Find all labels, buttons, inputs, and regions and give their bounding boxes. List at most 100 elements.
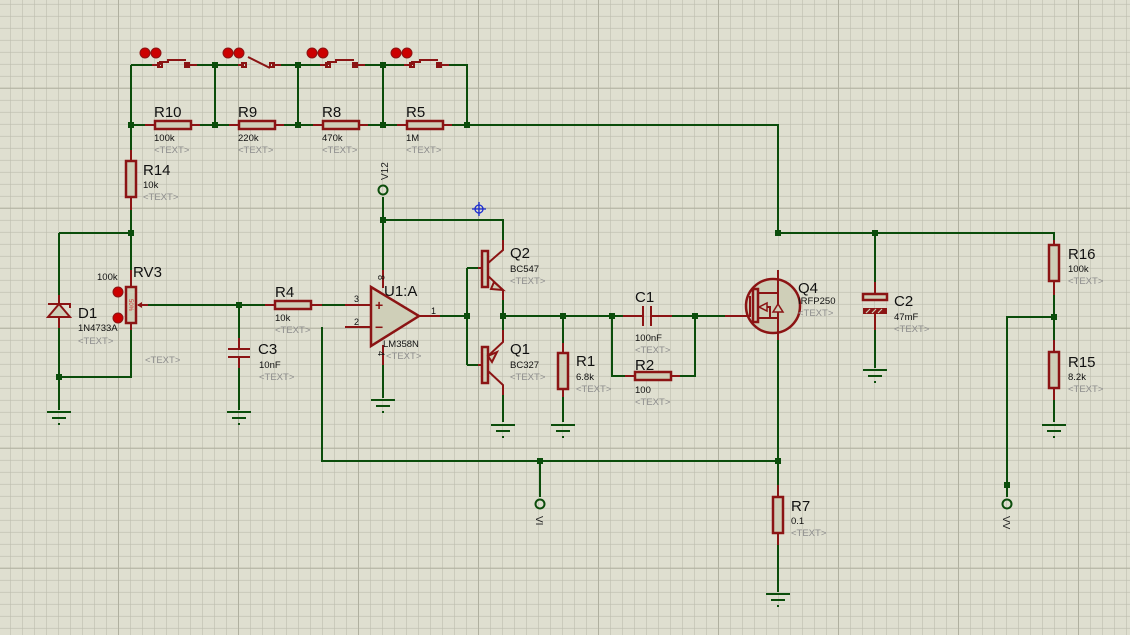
svg-text:3: 3	[354, 294, 359, 304]
svg-text:LM358N: LM358N	[383, 339, 419, 350]
svg-text:VV: VV	[1000, 516, 1011, 530]
resistor-r4[interactable]: R4 10k<TEXT>	[265, 284, 322, 336]
svg-text:RV3: RV3	[133, 264, 162, 281]
svg-text:220k: 220k	[238, 133, 259, 144]
terminal-v12[interactable]: V12	[377, 162, 392, 196]
switch-up-button[interactable]	[222, 47, 234, 59]
resistor-r2[interactable]: R2 100<TEXT>	[625, 357, 680, 408]
svg-text:10k: 10k	[143, 180, 159, 191]
svg-text:R2: R2	[635, 357, 654, 374]
terminal-vv[interactable]: VV	[1000, 498, 1013, 530]
svg-text:−: −	[375, 319, 383, 335]
svg-text:10k: 10k	[275, 313, 291, 324]
switch-down-button[interactable]	[233, 47, 245, 59]
svg-text:<TEXT>: <TEXT>	[145, 355, 181, 366]
svg-text:100k: 100k	[97, 272, 118, 283]
svg-text:<TEXT>: <TEXT>	[635, 345, 671, 356]
svg-text:6.8k: 6.8k	[576, 372, 594, 383]
switch-down-button[interactable]	[401, 47, 413, 59]
svg-text:+: +	[375, 297, 383, 313]
capacitor-c1[interactable]: C1 100nF<TEXT>	[623, 289, 672, 356]
svg-text:U1:A: U1:A	[384, 283, 417, 300]
svg-text:100k: 100k	[1068, 264, 1089, 275]
svg-text:BC547: BC547	[510, 264, 539, 275]
svg-text:4: 4	[376, 351, 386, 356]
svg-text:C3: C3	[258, 341, 277, 358]
svg-text:R5: R5	[406, 104, 425, 121]
svg-text:D1: D1	[78, 305, 97, 322]
svg-text:R4: R4	[275, 284, 294, 301]
svg-text:8.2k: 8.2k	[1068, 372, 1086, 383]
svg-text:IRFP250: IRFP250	[798, 296, 836, 307]
crosshair-cursor-icon	[472, 202, 486, 216]
switch-up-button[interactable]	[306, 47, 318, 59]
svg-text:8: 8	[376, 275, 386, 280]
svg-text:Q2: Q2	[510, 245, 530, 262]
switch-1[interactable]	[139, 47, 197, 68]
rv3-decrease-button[interactable]	[112, 312, 124, 324]
svg-text:100: 100	[635, 385, 651, 396]
terminal-vi[interactable]: VI	[533, 498, 546, 526]
switch-4[interactable]	[390, 47, 449, 68]
resistor-r10[interactable]: R10 100k<TEXT>	[145, 104, 200, 156]
svg-text:R7: R7	[791, 498, 810, 515]
switch-3[interactable]	[306, 47, 365, 68]
switch-up-button[interactable]	[390, 47, 402, 59]
svg-text:<TEXT>: <TEXT>	[1068, 276, 1104, 287]
svg-text:<TEXT>: <TEXT>	[154, 145, 190, 156]
svg-text:1: 1	[431, 306, 436, 316]
svg-text:R9: R9	[238, 104, 257, 121]
svg-text:<TEXT>: <TEXT>	[798, 308, 834, 319]
svg-text:C2: C2	[894, 293, 913, 310]
switch-up-button[interactable]	[139, 47, 151, 59]
svg-text:R10: R10	[154, 104, 182, 121]
resistor-r1[interactable]: R16.8k<TEXT>	[556, 343, 612, 397]
resistor-r9[interactable]: R9 220k<TEXT>	[229, 104, 284, 156]
resistor-r7[interactable]: R70.1<TEXT>	[771, 485, 827, 545]
svg-text:<TEXT>: <TEXT>	[510, 372, 546, 383]
svg-text:47mF: 47mF	[894, 312, 918, 323]
svg-text:<TEXT>: <TEXT>	[238, 145, 274, 156]
svg-text:<TEXT>: <TEXT>	[576, 384, 612, 395]
svg-text:R16: R16	[1068, 246, 1096, 263]
svg-text:<TEXT>: <TEXT>	[1068, 384, 1104, 395]
svg-text:BC327: BC327	[510, 360, 539, 371]
svg-text:<TEXT>: <TEXT>	[386, 351, 422, 362]
ground-symbols	[47, 369, 1066, 607]
svg-text:R8: R8	[322, 104, 341, 121]
svg-text:<TEXT>: <TEXT>	[78, 336, 114, 347]
switch-2[interactable]	[222, 47, 281, 69]
rv3-increase-button[interactable]	[112, 286, 124, 298]
svg-text:<TEXT>: <TEXT>	[894, 324, 930, 335]
svg-text:1N4733A: 1N4733A	[78, 323, 118, 334]
svg-text:C1: C1	[635, 289, 654, 306]
svg-text:<TEXT>: <TEXT>	[406, 145, 442, 156]
svg-text:100nF: 100nF	[635, 333, 662, 344]
svg-text:R14: R14	[143, 162, 171, 179]
capacitor-c2[interactable]: C2 47mF<TEXT>	[861, 282, 930, 335]
switch-down-button[interactable]	[317, 47, 329, 59]
svg-text:<TEXT>: <TEXT>	[510, 276, 546, 287]
svg-text:<TEXT>: <TEXT>	[143, 192, 179, 203]
switch-down-button[interactable]	[150, 47, 162, 59]
svg-text:2: 2	[354, 317, 359, 327]
svg-text:<TEXT>: <TEXT>	[635, 397, 671, 408]
svg-text:<TEXT>: <TEXT>	[275, 325, 311, 336]
svg-text:0.1: 0.1	[791, 516, 804, 527]
opamp-u1a[interactable]: + − 3 2 1 8 4 U1:A LM358N<TEXT>	[345, 270, 440, 365]
svg-text:100k: 100k	[154, 133, 175, 144]
svg-text:R15: R15	[1068, 354, 1096, 371]
svg-text:<TEXT>: <TEXT>	[322, 145, 358, 156]
